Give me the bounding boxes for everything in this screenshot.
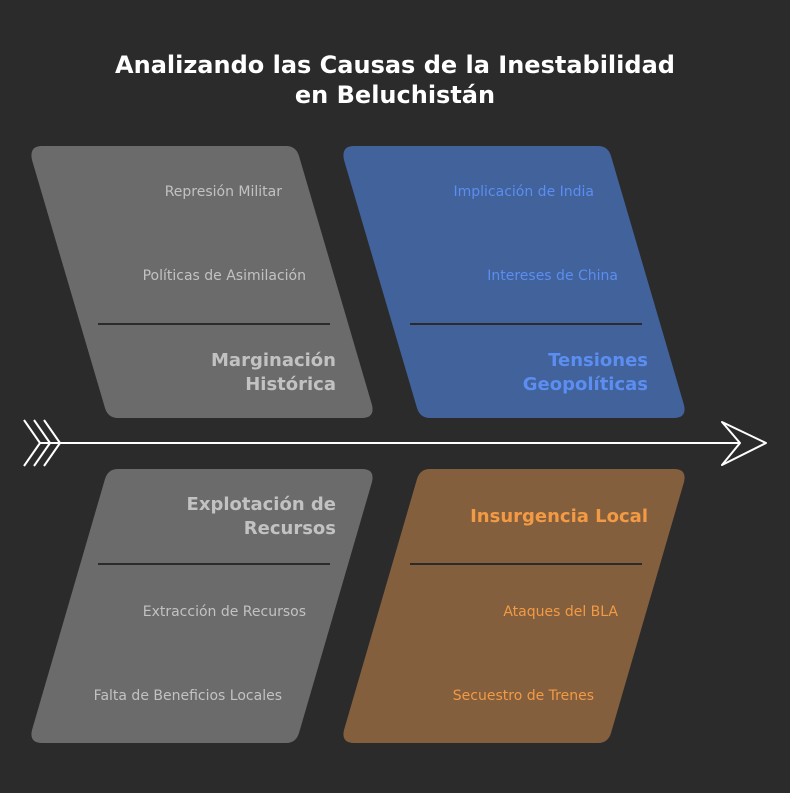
diagram-title: Analizando las Causas de la Inestabilida… <box>0 50 790 110</box>
category-title-historical: Marginación Histórica <box>150 349 336 397</box>
category-title-line: Insurgencia Local <box>470 506 648 527</box>
title-line-1: Analizando las Causas de la Inestabilida… <box>115 51 675 79</box>
title-line-2: en Beluchistán <box>294 81 496 109</box>
category-title-line: Histórica <box>245 374 336 395</box>
category-title-line: Recursos <box>243 518 336 539</box>
panel-resources <box>31 469 373 743</box>
cause-label: Extracción de Recursos <box>142 604 306 620</box>
tail-chevrons-icon <box>23 419 61 467</box>
category-title-line: Geopolíticas <box>522 374 648 395</box>
category-title-insurgency: Insurgencia Local <box>440 505 648 529</box>
cause-label: Políticas de Asimilación <box>142 268 306 284</box>
panel-insurgency <box>343 469 685 743</box>
category-title-geopolitical: Tensiones Geopolíticas <box>460 349 648 397</box>
cause-label: Implicación de India <box>453 184 595 200</box>
arrow-head-icon <box>721 421 767 466</box>
panel-historical <box>31 146 373 418</box>
panel-geopolitical <box>343 146 685 418</box>
cause-label: Ataques del BLA <box>503 604 618 620</box>
category-title-resources: Explotación de Recursos <box>150 493 336 541</box>
cause-label: Intereses de China <box>487 268 618 284</box>
cause-label: Falta de Beneficios Locales <box>93 688 282 704</box>
cause-label: Represión Militar <box>164 184 282 200</box>
cause-label: Secuestro de Trenes <box>452 688 594 704</box>
category-title-line: Tensiones <box>548 350 648 371</box>
category-title-line: Marginación <box>211 350 336 371</box>
category-title-line: Explotación de <box>186 494 336 515</box>
